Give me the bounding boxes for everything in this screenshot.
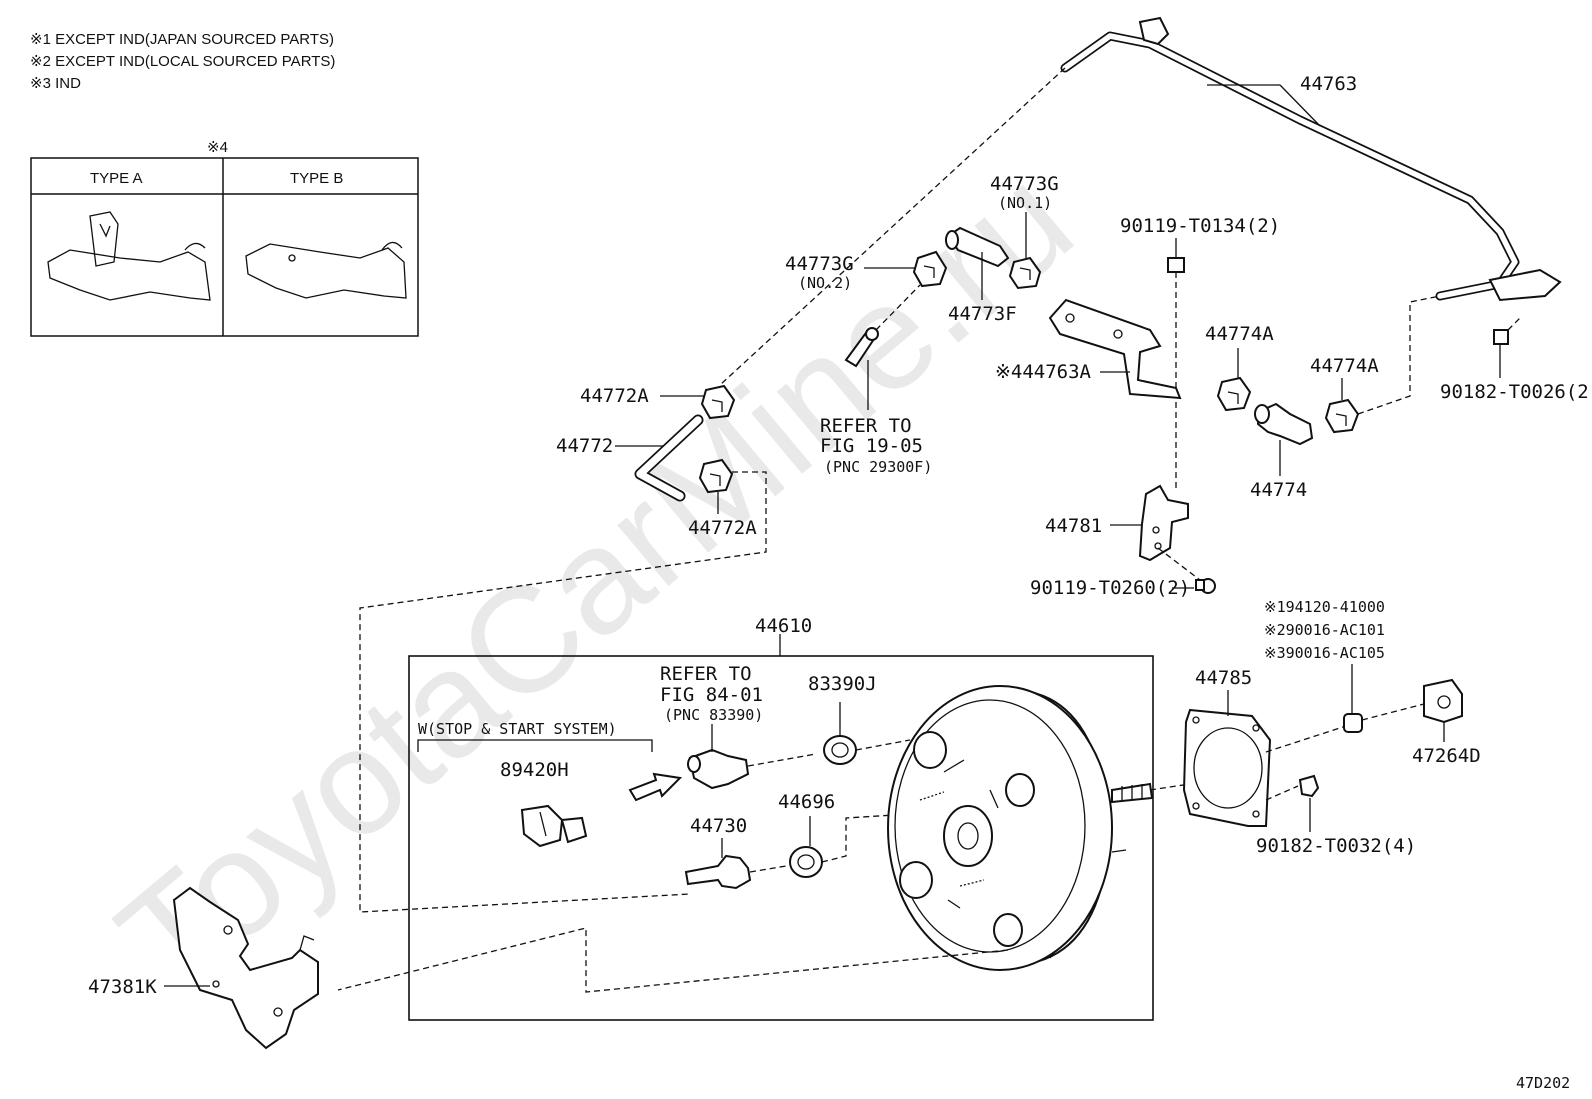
label-83390J: 83390J (808, 673, 877, 695)
vacuum-pipe-44763 (1060, 16, 1562, 302)
type-b-header: TYPE B (290, 170, 343, 187)
type-table-marker: ※4 (207, 139, 228, 156)
clamp-44772A-upper (700, 384, 736, 420)
label-47381K: 47381K (88, 976, 157, 998)
label-89420H: 89420H (500, 759, 569, 781)
ref-fig84-l2: FIG 84-01 (660, 684, 763, 706)
arrow-icon (628, 772, 683, 802)
nut-90182-T0026 (1493, 329, 1509, 345)
label-47264D: 47264D (1412, 745, 1481, 767)
label-44772A-upper: 44772A (580, 385, 649, 407)
label-44773F: 44773F (948, 303, 1017, 325)
clamp-44773G-no1 (1008, 256, 1042, 290)
clamp-44773G-no2 (912, 250, 948, 288)
option-label: W(STOP & START SYSTEM) (418, 720, 617, 738)
label-alt-2: ※290016-AC101 (1264, 621, 1385, 639)
check-valve-44730 (684, 854, 752, 890)
grommet-83390J (823, 735, 857, 765)
label-44696: 44696 (778, 791, 835, 813)
label-44774: 44774 (1250, 479, 1307, 501)
label-44773G-no2-sub: (NO.2) (798, 274, 852, 292)
clamp-44774A-left (1216, 376, 1252, 412)
ref-fig84-l3: (PNC 83390) (664, 706, 763, 724)
label-alt-1: ※194120-41000 (1264, 598, 1385, 616)
type-b-bracket-sketch (245, 241, 407, 299)
label-44781: 44781 (1045, 515, 1102, 537)
ref-fig84-l1: REFER TO (660, 663, 752, 685)
label-90119-T0260: 90119-T0260(2) (1030, 577, 1190, 599)
clamp-44774A-right (1324, 398, 1360, 434)
bracket-47381K (172, 886, 319, 1050)
bolt-90119-T0134 (1167, 246, 1185, 273)
label-44773G-no2: 44773G (785, 253, 854, 275)
type-a-header: TYPE A (90, 170, 143, 187)
label-44785: 44785 (1195, 667, 1252, 689)
type-table: ※4 TYPE A TYPE B (30, 139, 419, 337)
type-a-bracket-sketch (47, 211, 211, 301)
bracket-44763A (1048, 298, 1182, 400)
label-44763: 44763 (1300, 73, 1357, 95)
bracket-47264D (1423, 678, 1463, 724)
ref-fig19-l1: REFER TO (820, 415, 912, 437)
check-valve-29300F (844, 327, 879, 410)
booster-assembly-box (408, 655, 1154, 1021)
note-2: ※2 EXCEPT IND(LOCAL SOURCED PARTS) (30, 53, 335, 70)
label-44773G-no1: 44773G (990, 173, 1059, 195)
clamp-44772A-lower (698, 458, 734, 494)
gasket-44785 (1182, 708, 1272, 827)
label-44774A-right: 44774A (1310, 355, 1379, 377)
label-44773G-no1-sub: (NO.1) (998, 194, 1052, 212)
hose-44774 (1254, 402, 1314, 446)
label-44730: 44730 (690, 815, 747, 837)
grommet-alt (1343, 713, 1363, 733)
nut-90182-T0032 (1298, 774, 1320, 798)
hose-44772 (634, 414, 704, 502)
sensor-89420H (520, 804, 588, 848)
label-44610: 44610 (755, 615, 812, 637)
ref-fig19-l2: FIG 19-05 (820, 435, 923, 457)
brake-booster (887, 685, 1154, 971)
label-90182-T0026: 90182-T0026(2) (1440, 381, 1592, 403)
label-44772A-lower: 44772A (688, 517, 757, 539)
note-3: ※3 IND (30, 75, 81, 92)
ref-fig19-l3: (PNC 29300F) (824, 458, 932, 476)
label-44772: 44772 (556, 435, 613, 457)
figure-code: 47D202 (1516, 1074, 1570, 1092)
label-90119-T0134: 90119-T0134(2) (1120, 215, 1280, 237)
note-1: ※1 EXCEPT IND(JAPAN SOURCED PARTS) (30, 31, 334, 48)
label-alt-3: ※390016-AC105 (1264, 644, 1385, 662)
bracket-44781 (1138, 484, 1189, 562)
label-44763A: ※444763A (995, 361, 1092, 383)
label-90182-T0032: 90182-T0032(4) (1256, 835, 1416, 857)
switch-83390 (687, 724, 750, 790)
bolt-90119-T0260 (1195, 578, 1216, 594)
grommet-44696 (789, 846, 823, 878)
hose-44773F (945, 226, 1010, 300)
label-44774A-left: 44774A (1205, 323, 1274, 345)
